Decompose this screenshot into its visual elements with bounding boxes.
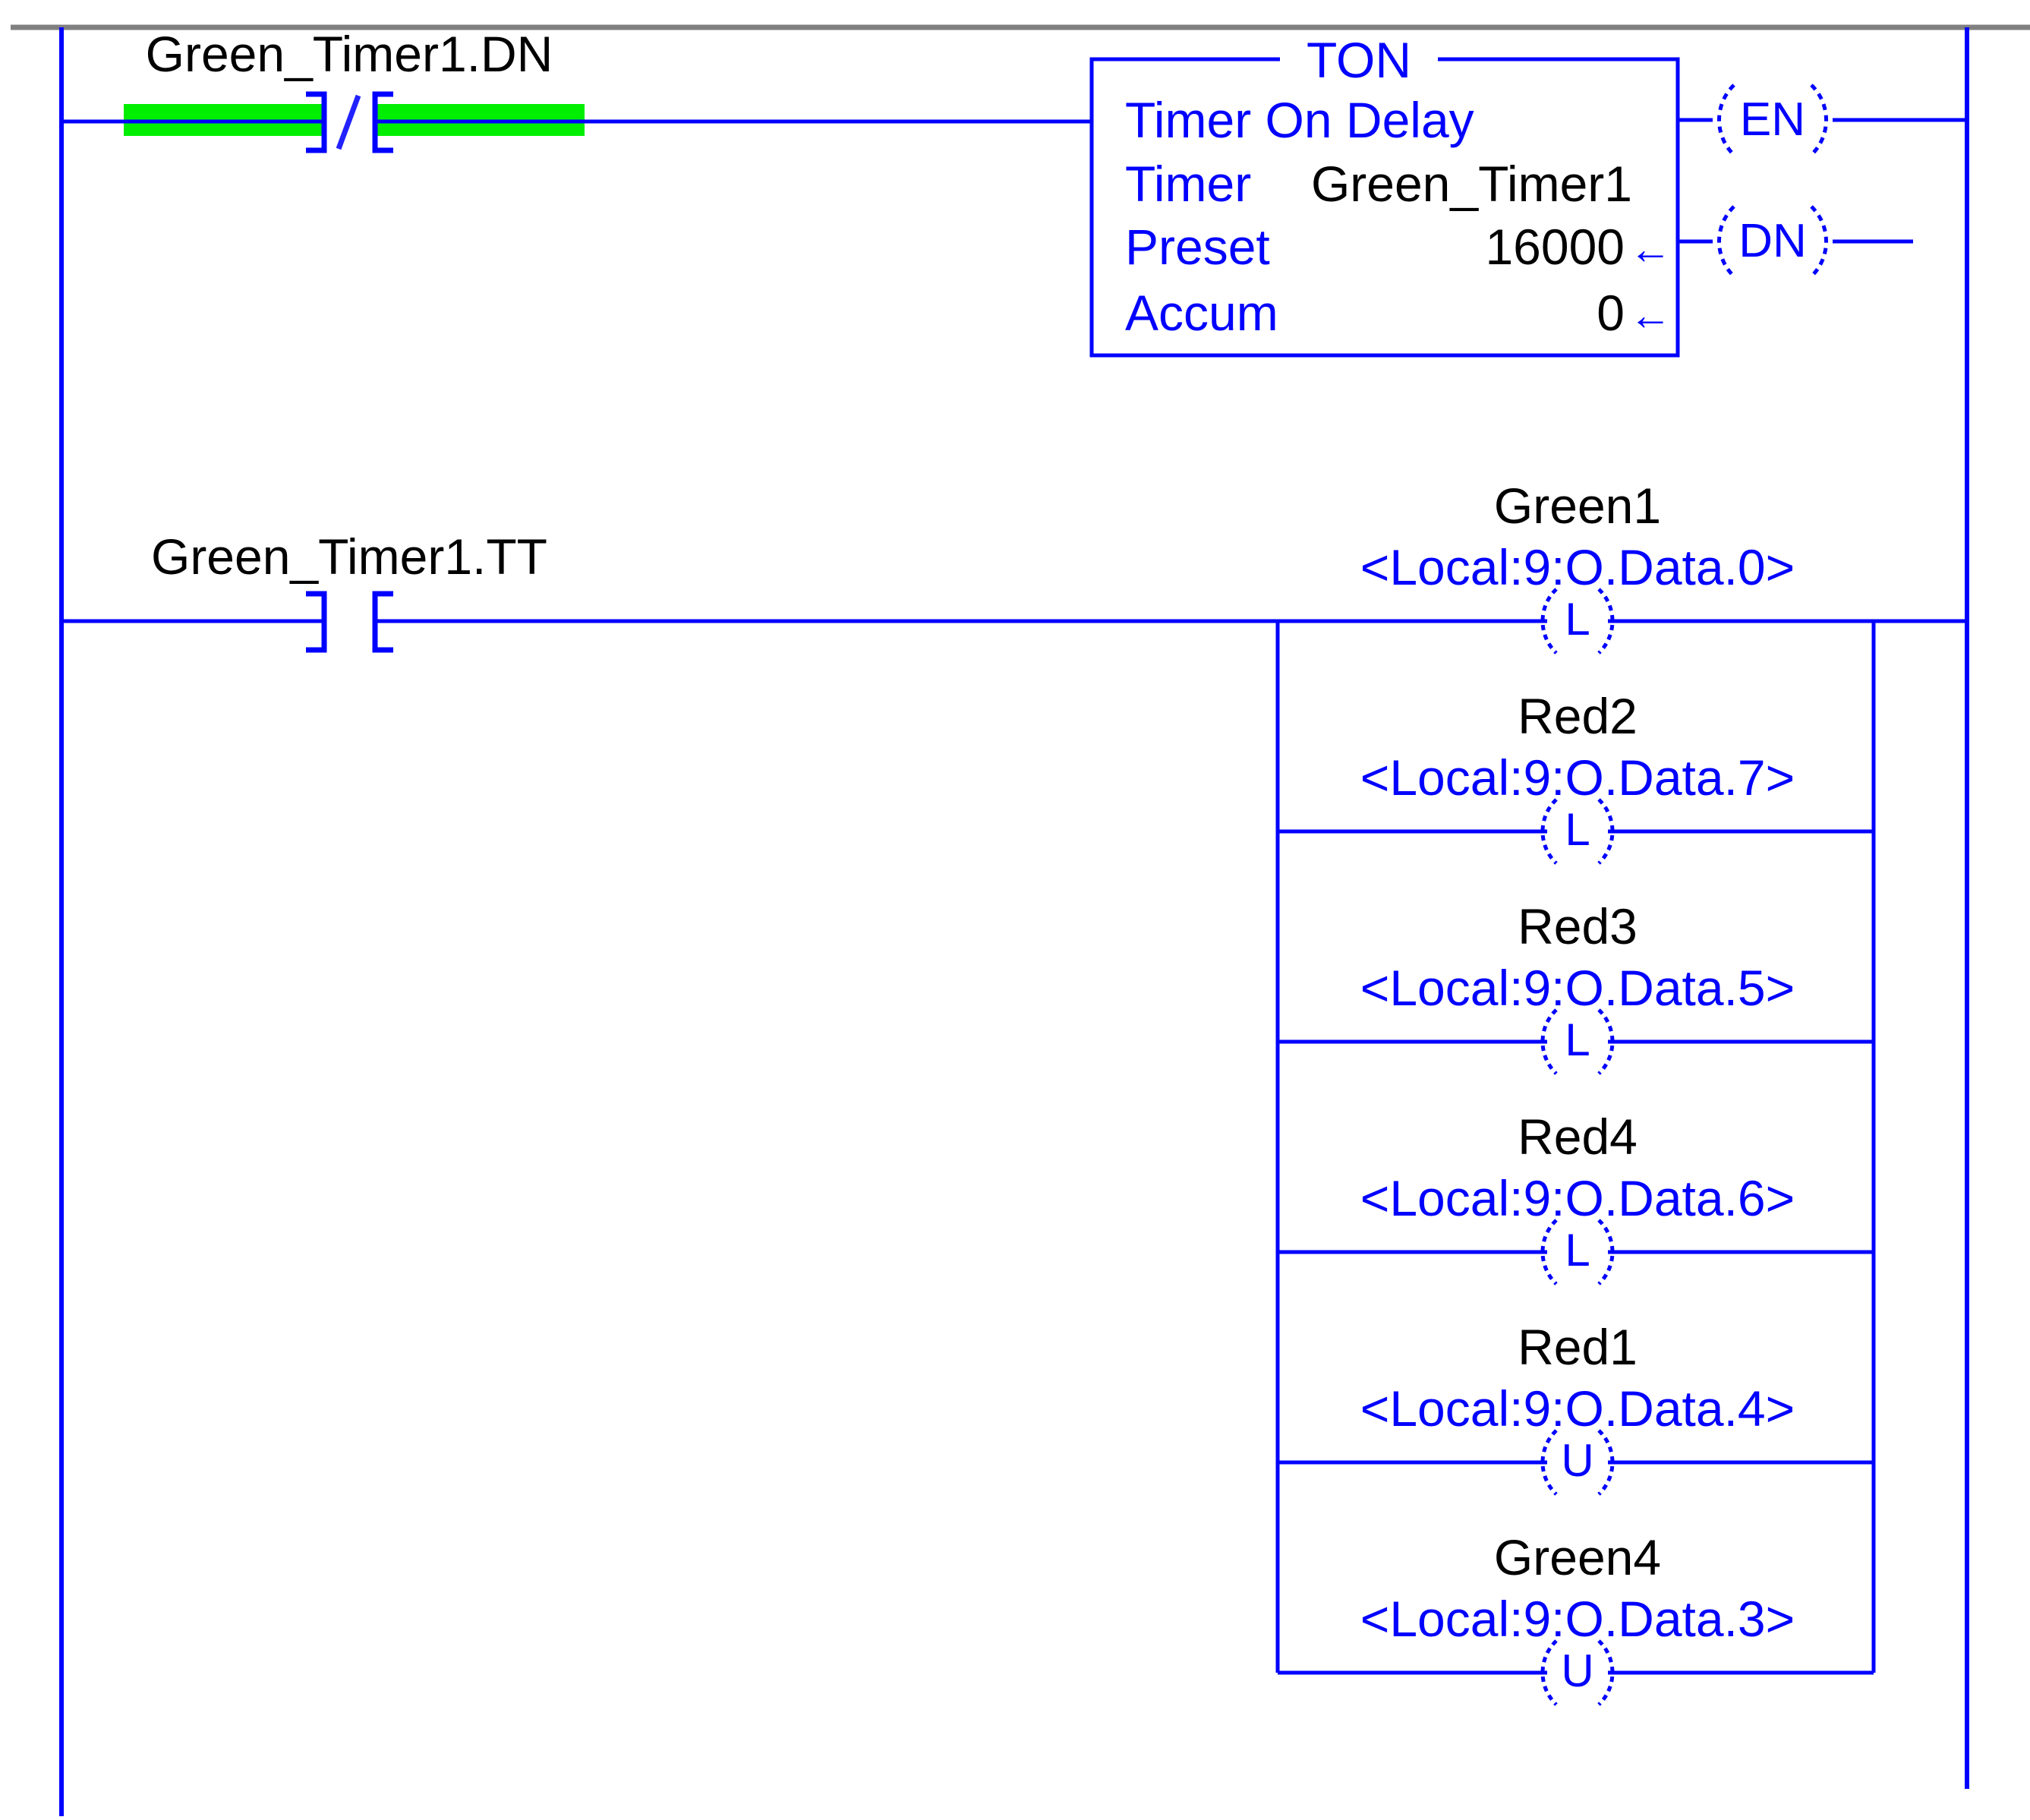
instruction-box-outline: [1089, 57, 1680, 358]
pending-value-arrow-icon: ←: [1629, 291, 1672, 339]
rung-1: [61, 32, 1967, 358]
rung-frame: [11, 24, 2030, 1816]
param-value-accum[interactable]: 0: [1597, 285, 1625, 341]
coil-left-paren: [1717, 84, 1735, 156]
coil-left-paren: [1540, 1639, 1558, 1706]
ton-mnemonic[interactable]: TON: [1306, 32, 1412, 88]
coil-left-paren: [1540, 1219, 1558, 1285]
coil-name-label[interactable]: Green1: [1493, 478, 1662, 534]
coil-type-letter: L: [1565, 594, 1590, 645]
dn-output-coil: [1678, 205, 1913, 278]
en-bit-label: EN: [1739, 93, 1806, 146]
coil-left-paren: [1717, 205, 1735, 278]
coil-left-paren: [1540, 1008, 1558, 1075]
unlatch-coil-row[interactable]: [1278, 1429, 1874, 1496]
coil-type-letter: L: [1565, 1014, 1590, 1065]
ton-description: Timer On Delay: [1125, 92, 1474, 148]
contact-left-bracket: [306, 91, 327, 153]
coil-right-paren: [1597, 588, 1615, 655]
coil-name-label[interactable]: Red1: [1518, 1319, 1638, 1375]
coil-address-label[interactable]: <Local:9:O.Data.5>: [1360, 960, 1795, 1016]
param-label-accum: Accum: [1125, 285, 1278, 341]
coil-name-label[interactable]: Red4: [1518, 1109, 1638, 1165]
coil-type-letter: U: [1561, 1645, 1594, 1696]
param-label-timer: Timer: [1125, 156, 1252, 212]
coil-name-label[interactable]: Red3: [1518, 898, 1638, 954]
param-value-preset[interactable]: 16000: [1485, 219, 1625, 275]
xic-contact-symbol[interactable]: [306, 591, 393, 653]
title-gap-mask: [1280, 32, 1438, 87]
coil-address-label[interactable]: <Local:9:O.Data.7>: [1360, 749, 1795, 806]
param-value-timer[interactable]: Green_Timer1: [1310, 156, 1632, 212]
dn-bit-label: DN: [1738, 215, 1807, 267]
coil-right-paren: [1597, 1429, 1615, 1496]
coil-left-paren: [1540, 1429, 1558, 1496]
contact-right-bracket: [372, 591, 393, 653]
ton-instruction-box[interactable]: [1089, 32, 1680, 358]
coil-name-label[interactable]: Red2: [1518, 688, 1638, 744]
contact-tag-label[interactable]: Green_Timer1.DN: [145, 26, 553, 82]
coil-right-paren: [1597, 1219, 1615, 1285]
coil-right-paren: [1810, 84, 1828, 156]
coil-address-label[interactable]: <Local:9:O.Data.0>: [1360, 539, 1795, 595]
coil-left-paren: [1540, 798, 1558, 865]
latch-coil-row[interactable]: [1278, 1008, 1874, 1075]
coil-right-paren: [1597, 1008, 1615, 1075]
pending-value-arrow-icon: ←: [1629, 225, 1672, 273]
coil-right-paren: [1810, 205, 1828, 278]
latch-coil-row[interactable]: [1278, 798, 1874, 865]
coil-type-letter: U: [1561, 1435, 1594, 1486]
coil-type-letter: L: [1565, 804, 1590, 855]
xio-contact-symbol[interactable]: [306, 91, 393, 153]
coil-name-label[interactable]: Green4: [1493, 1529, 1662, 1585]
latch-coil-row[interactable]: [1278, 588, 1874, 655]
contact-slash: [336, 94, 361, 150]
coil-type-letter: L: [1565, 1225, 1590, 1276]
coil-address-label[interactable]: <Local:9:O.Data.4>: [1360, 1380, 1795, 1437]
coil-right-paren: [1597, 798, 1615, 865]
contact-right-bracket: [372, 91, 393, 153]
coil-address-label[interactable]: <Local:9:O.Data.6>: [1360, 1170, 1795, 1226]
coil-address-label[interactable]: <Local:9:O.Data.3>: [1360, 1591, 1795, 1647]
coil-right-paren: [1597, 1639, 1615, 1706]
latch-coil-row[interactable]: [1278, 1219, 1874, 1285]
rung-2: [61, 588, 1967, 1706]
contact-tag-label[interactable]: Green_Timer1.TT: [150, 528, 547, 585]
coil-left-paren: [1540, 588, 1558, 655]
unlatch-coil-row[interactable]: [1278, 1639, 1874, 1706]
param-label-preset: Preset: [1125, 219, 1270, 275]
en-output-coil: [1678, 84, 1967, 156]
contact-left-bracket: [306, 591, 327, 653]
